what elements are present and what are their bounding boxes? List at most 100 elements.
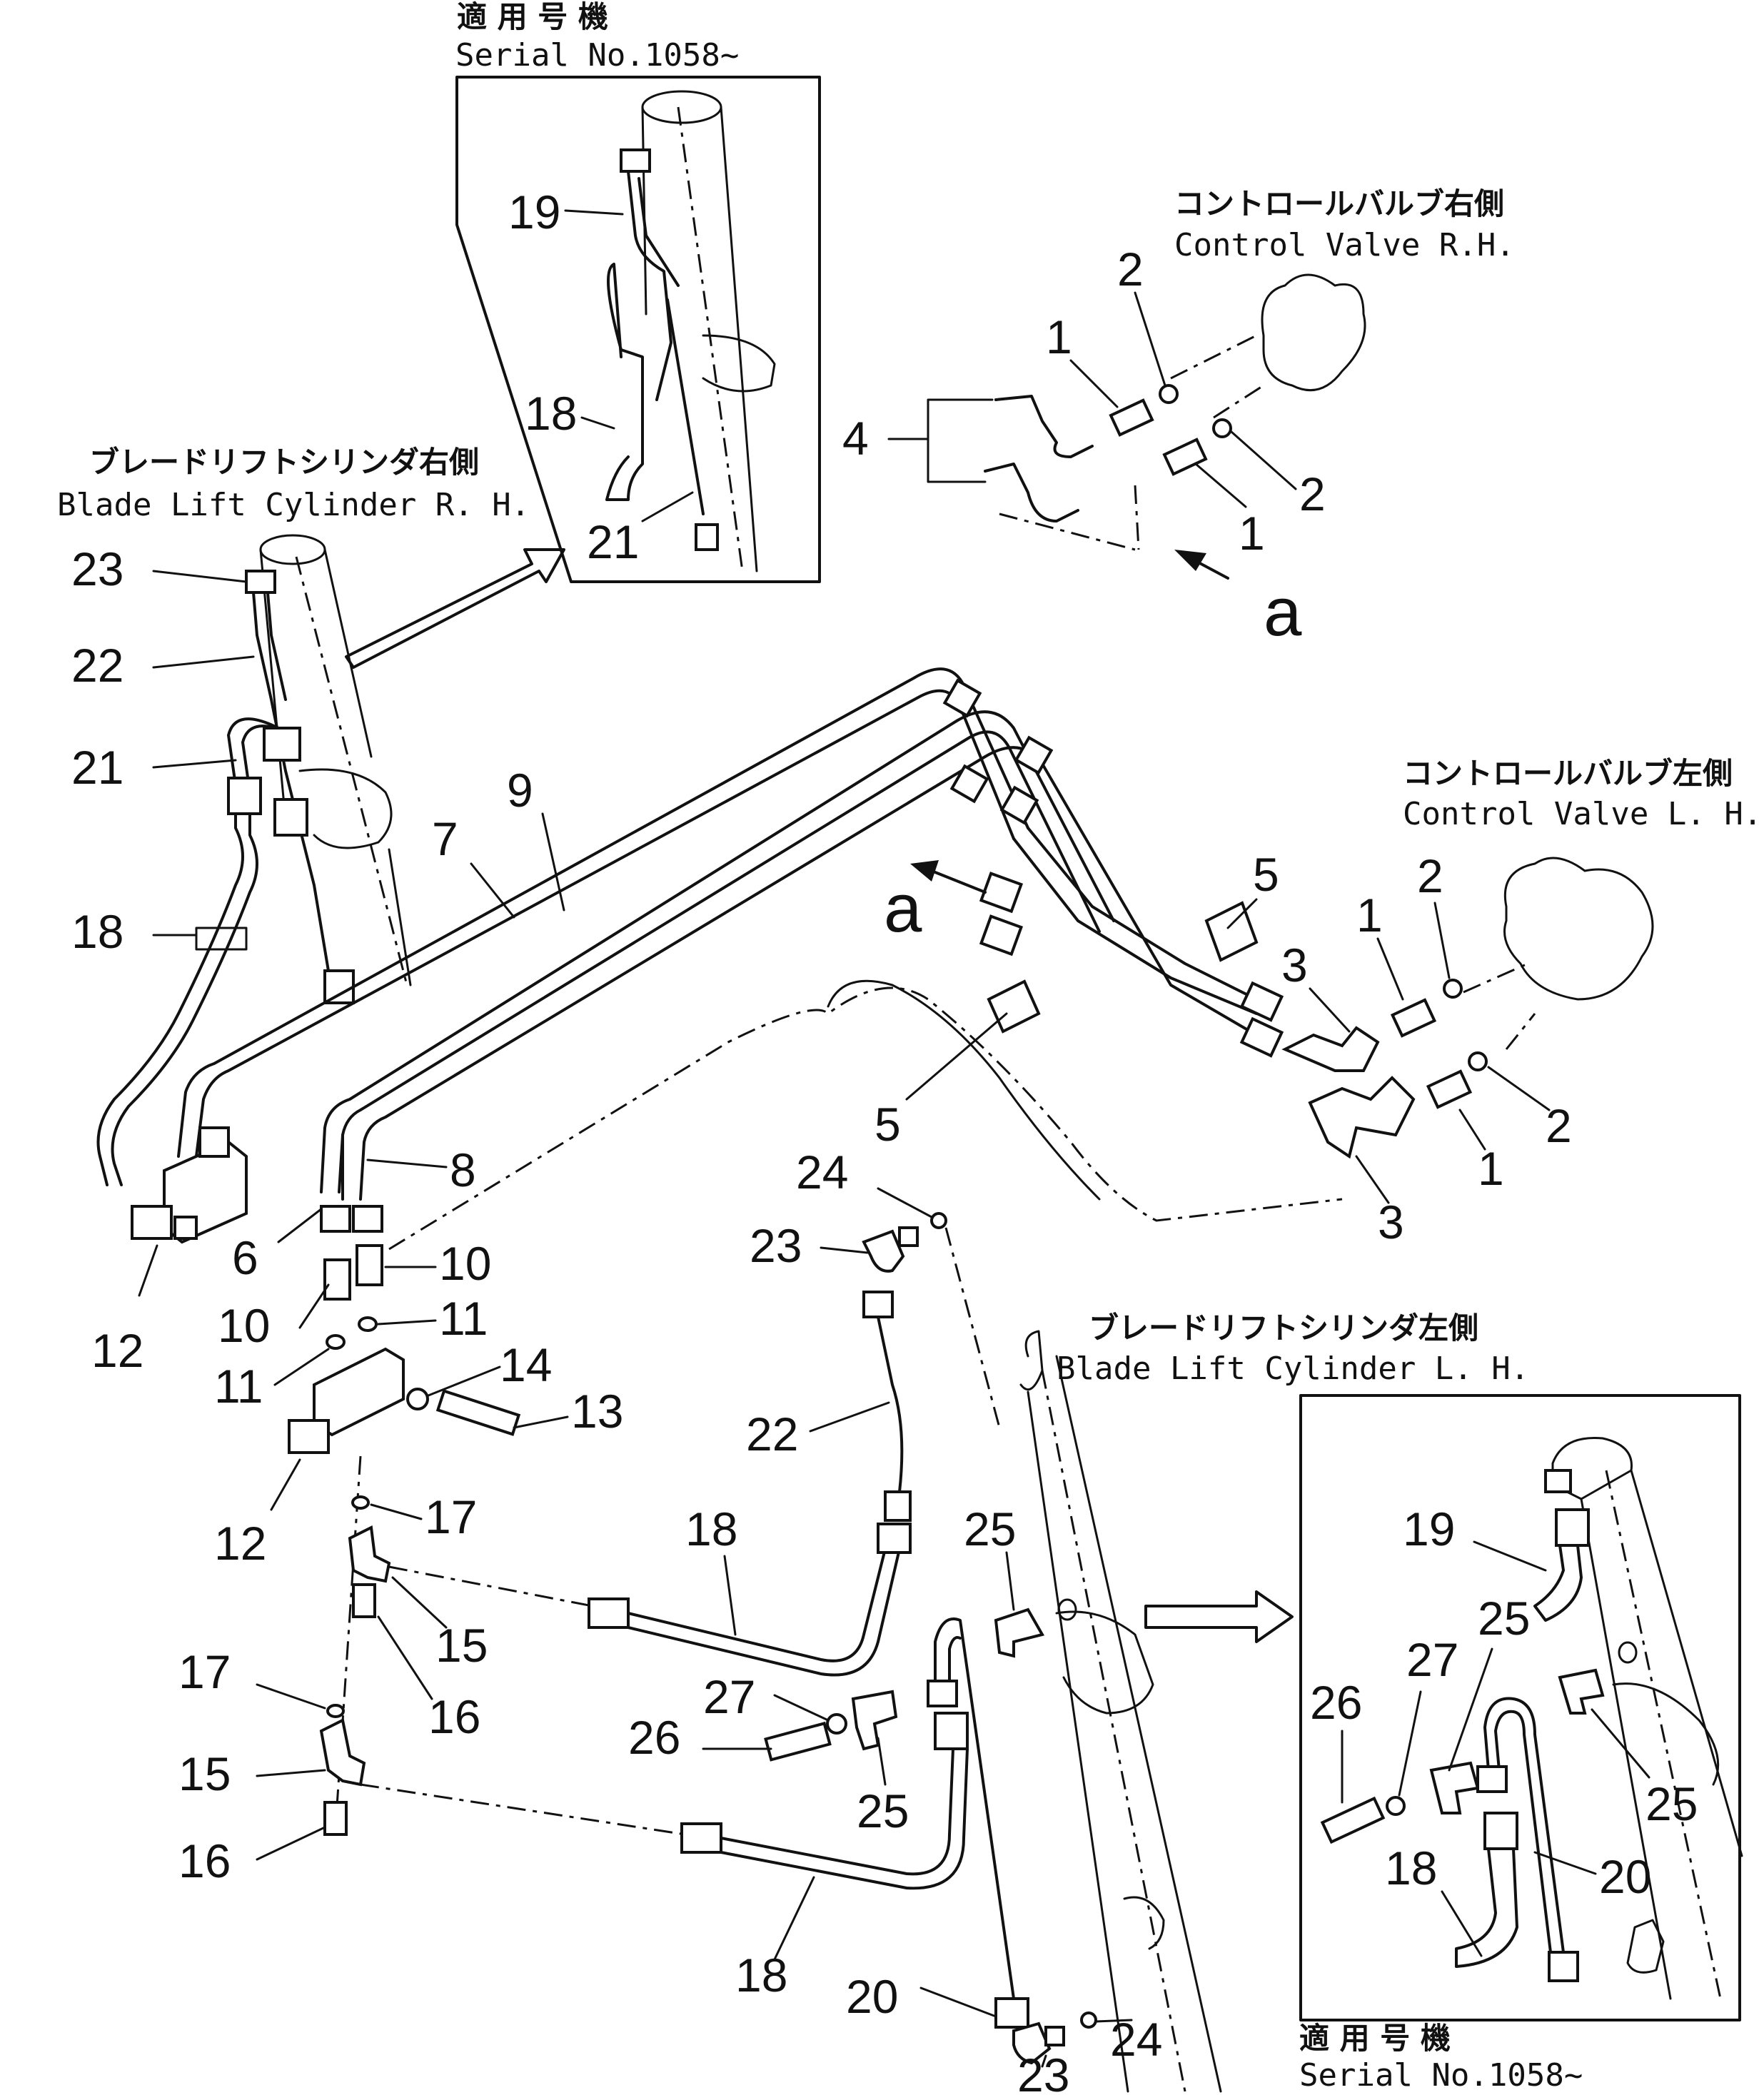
callout-18-top: 18 <box>525 387 577 440</box>
inset-bottom-fitting-19 <box>1555 1508 1590 1547</box>
callout-20-inset: 20 <box>1599 1850 1651 1903</box>
inset-bottom-frame <box>1299 1394 1741 2021</box>
elbow-4-upper <box>994 395 1094 458</box>
cv-lh-jp-label: コントロールバルブ左側 <box>1403 756 1733 791</box>
washer-14 <box>406 1388 429 1410</box>
callout-1-lh-b: 1 <box>1478 1142 1504 1195</box>
callout-2-lh-a: 2 <box>1417 849 1443 902</box>
callout-11-b: 11 <box>214 1360 263 1413</box>
clamp-25-cyl <box>994 1607 1045 1658</box>
callout-15-a: 15 <box>435 1619 488 1672</box>
callout-17-a: 17 <box>425 1490 477 1543</box>
machine-outline <box>388 986 1343 1251</box>
callout-2-rh-a: 2 <box>1117 243 1144 296</box>
inset-bottom-serial-label: Serial No.1058~ <box>1299 2057 1583 2094</box>
hose-18-low-fitting-right <box>934 1712 969 1750</box>
inset-top-fitting <box>695 523 719 551</box>
oring-17-b <box>326 1704 345 1718</box>
inset-bottom-bolt-26 <box>1320 1796 1386 1844</box>
fitting-8-end <box>352 1205 383 1233</box>
inset-top-jp-label: 適 用 号 機 <box>457 0 608 34</box>
callout-7: 7 <box>432 812 458 865</box>
pipe-20-lh <box>934 1617 1015 2000</box>
hose-18-mid-fitting-right <box>877 1523 912 1554</box>
oring-2-lh-upper <box>1443 979 1463 999</box>
valve-port-12-lower <box>288 1419 330 1454</box>
callout-5-b: 5 <box>875 1098 901 1151</box>
callout-5-a: 5 <box>1253 848 1279 901</box>
callout-25-inset-b: 25 <box>1478 1592 1530 1645</box>
washer-27-mid <box>826 1713 847 1735</box>
inset-bottom-pipe-20-fitting <box>1548 1951 1579 1982</box>
callout-3-b: 3 <box>1378 1196 1404 1248</box>
callout-1-rh-a: 1 <box>1046 311 1072 363</box>
hose-21-rh <box>96 717 280 1186</box>
callout-18-inset: 18 <box>1385 1842 1437 1894</box>
inset-bottom: 適 用 号 機 Serial No.1058~ 19 25 25 27 26 <box>1299 1394 1743 2094</box>
inset-bottom-hose-18 <box>1455 1847 1518 1968</box>
elbow-23-lh-top <box>862 1229 905 1273</box>
oring-17-a <box>351 1495 370 1510</box>
inset-bottom-hose-19 <box>1533 1544 1583 1622</box>
oring-2-rh-upper <box>1159 384 1179 404</box>
elbow-3-upper <box>1281 1026 1380 1072</box>
plug-16-a <box>352 1583 376 1618</box>
fitting-rh-bottom <box>323 969 355 1004</box>
oring-24-bottom <box>1080 2011 1097 2029</box>
callout-25-cyl: 25 <box>964 1503 1016 1555</box>
pipe-9 <box>320 710 1115 1193</box>
callout-21-rh: 21 <box>71 741 124 794</box>
callout-15-b: 15 <box>178 1747 231 1800</box>
callout-2-lh-b: 2 <box>1546 1099 1572 1152</box>
inset-top-pipe-19 <box>627 170 672 401</box>
clamp-rh <box>263 727 301 762</box>
fitting-1-rh-lower <box>1162 438 1208 476</box>
pipe-8 <box>359 746 1258 1201</box>
pipe-22-lh <box>877 1316 904 1493</box>
callout-13: 13 <box>571 1385 623 1438</box>
fitting-1-lh-lower <box>1426 1069 1473 1109</box>
blc-lh-en-label: Blade Lift Cylinder L. H. <box>1057 1351 1529 1387</box>
callout-16-b: 16 <box>178 1834 231 1887</box>
callout-27-inset: 27 <box>1406 1633 1458 1686</box>
callout-10-b: 10 <box>218 1299 270 1352</box>
callout-14: 14 <box>500 1338 552 1391</box>
pipe-7 <box>177 667 1029 1158</box>
callout-17-b: 17 <box>178 1645 231 1698</box>
callout-20-lh: 20 <box>846 1970 898 2023</box>
hose-18-mid-fitting-left <box>588 1597 630 1629</box>
inset-bottom-fitting-18 <box>1483 1812 1518 1850</box>
bolt-13 <box>435 1389 521 1436</box>
oring-2-lh-lower <box>1468 1051 1488 1071</box>
cv-rh-en-label: Control Valve R.H. <box>1174 227 1515 263</box>
callout-12-a: 12 <box>91 1324 143 1377</box>
inset-bottom-washer-27 <box>1386 1796 1406 1816</box>
fitting-23-rh <box>245 570 276 594</box>
inset-bottom-jp-label: 適 用 号 機 <box>1299 2021 1451 2056</box>
callout-23-rh: 23 <box>71 542 124 595</box>
fitting-10-b <box>356 1244 383 1286</box>
bolt-26-mid <box>764 1721 832 1762</box>
blc-rh-jp-label: ブレードリフトシリンダ右側 <box>89 445 479 480</box>
fitting-10-a <box>323 1258 351 1301</box>
main-pipes: 7 9 6 8 5 5 a <box>177 667 1284 1284</box>
inset-top-serial-label: Serial No.1058~ <box>455 37 739 74</box>
inset-bottom-clamp-25b <box>1429 1761 1480 1814</box>
plug-16-b <box>323 1801 348 1836</box>
hose-18-low <box>720 1747 954 1876</box>
clamp-5-upper <box>1204 901 1259 962</box>
callout-26-mid: 26 <box>628 1711 680 1764</box>
callout-19-inset: 19 <box>1403 1503 1455 1555</box>
fitting-21-rh <box>227 777 262 815</box>
inset-top-pipe-21 <box>666 298 705 515</box>
pipe-22-lh-top-fitting <box>862 1291 894 1318</box>
elbow-23-lh-bottom <box>1012 2021 1052 2065</box>
callout-18-low: 18 <box>735 1949 787 2001</box>
callout-8: 8 <box>450 1144 476 1196</box>
fitting-18-rh <box>273 798 308 837</box>
callout-4: 4 <box>842 412 869 465</box>
pipe-22-rh <box>252 591 330 972</box>
cv-lh-en-label: Control Valve L. H. <box>1403 796 1762 832</box>
arrow-to-inset-top <box>345 548 565 669</box>
